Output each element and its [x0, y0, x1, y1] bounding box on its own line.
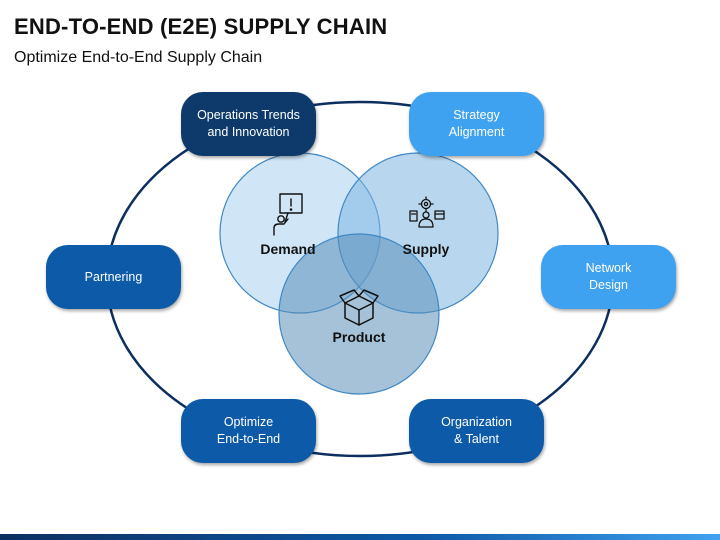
page-title: END-TO-END (E2E) SUPPLY CHAIN: [14, 14, 388, 39]
venn-label-demand: Demand: [260, 241, 315, 257]
page-subtitle: Optimize End-to-End Supply Chain: [14, 49, 263, 66]
footer-bar: [0, 534, 720, 540]
product-icon: [339, 289, 379, 326]
supply-icon: [409, 196, 445, 228]
demand-icon: [273, 193, 303, 236]
node-strategy-alignment: Strategy Alignment: [409, 92, 544, 156]
node-partnering: Partnering: [46, 245, 181, 309]
venn-label-supply: Supply: [403, 241, 450, 257]
node-organization-talent: Organization & Talent: [409, 399, 544, 463]
venn-diagram: [219, 152, 499, 395]
node-operations-trends: Operations Trends and Innovation: [181, 92, 316, 156]
venn-label-product: Product: [333, 329, 386, 345]
node-optimize-end-to-end: Optimize End-to-End: [181, 399, 316, 463]
node-network-design: Network Design: [541, 245, 676, 309]
